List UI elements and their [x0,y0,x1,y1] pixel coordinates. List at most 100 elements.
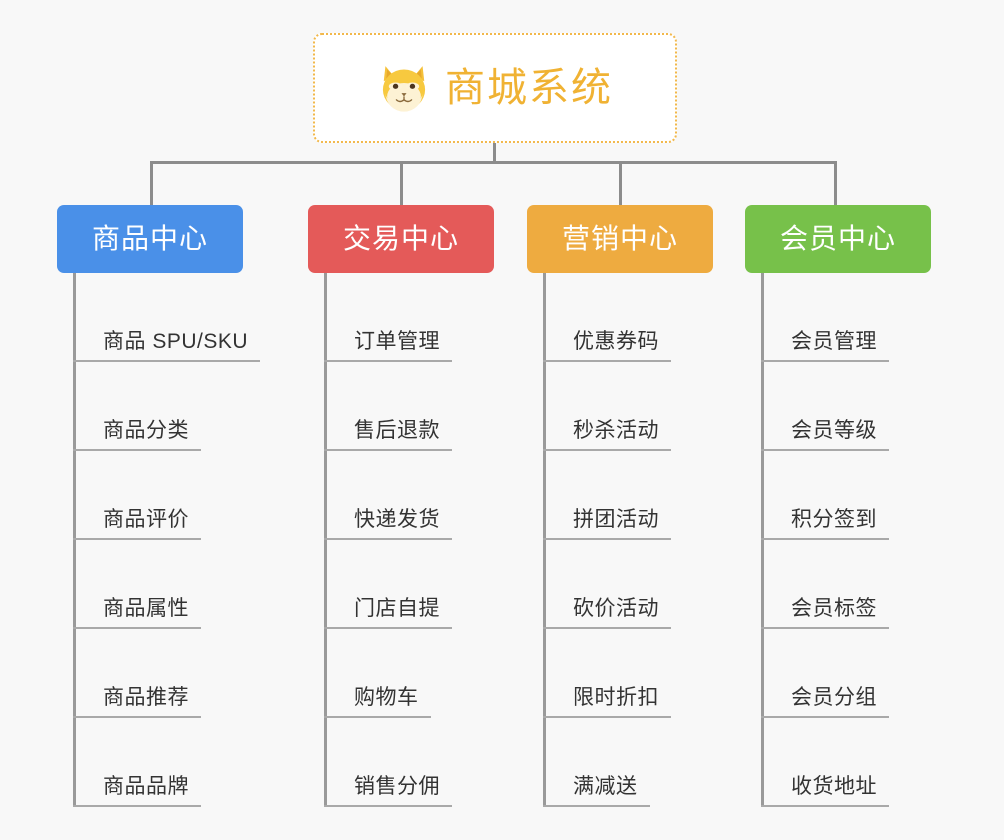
category-header-product[interactable]: 商品中心 [57,205,243,273]
leaf-underline [73,805,201,807]
list-item[interactable]: 满减送 [527,718,713,807]
list-item[interactable]: 购物车 [308,629,494,718]
leaf-underline [761,627,889,629]
leaf-underline [324,538,452,540]
list-item[interactable]: 商品推荐 [57,629,243,718]
leaf-label: 商品评价 [103,508,189,531]
connector-horizontal-bus [150,161,837,164]
connector-drop-2 [400,161,403,205]
leaf-spine [324,273,327,807]
leaf-underline [761,360,889,362]
leaf-list-product: 商品 SPU/SKU 商品分类 商品评价 商品属性 商品推荐 商品品牌 [57,273,260,807]
leaf-label: 限时折扣 [573,686,659,709]
connector-drop-4 [834,161,837,205]
category-column-product: 商品中心 商品 SPU/SKU 商品分类 商品评价 商品属性 商品推荐 [57,205,260,807]
list-item[interactable]: 商品分类 [57,362,243,451]
category-header-label: 营销中心 [561,223,678,254]
category-header-marketing[interactable]: 营销中心 [527,205,713,273]
leaf-underline [324,449,452,451]
list-item[interactable]: 会员标签 [745,540,931,629]
leaf-underline [324,716,431,718]
leaf-underline [324,627,452,629]
category-header-label: 商品中心 [91,223,208,254]
leaf-label: 快递发货 [354,508,440,531]
leaf-label: 购物车 [354,686,419,709]
leaf-spine [73,273,76,807]
leaf-label: 商品 SPU/SKU [103,330,249,353]
leaf-underline [543,360,671,362]
list-item[interactable]: 订单管理 [308,273,494,362]
list-item[interactable]: 商品属性 [57,540,243,629]
list-item[interactable]: 商品品牌 [57,718,243,807]
leaf-label: 门店自提 [354,597,440,620]
leaf-label: 积分签到 [791,508,877,531]
leaf-label: 满减送 [573,775,638,798]
list-item[interactable]: 拼团活动 [527,451,713,540]
leaf-underline [73,627,201,629]
leaf-label: 订单管理 [354,330,440,353]
list-item[interactable]: 快递发货 [308,451,494,540]
list-item[interactable]: 售后退款 [308,362,494,451]
leaf-underline [543,716,671,718]
leaf-underline [543,538,671,540]
leaf-label: 商品品牌 [103,775,189,798]
list-item[interactable]: 收货地址 [745,718,931,807]
leaf-label: 拼团活动 [573,508,659,531]
list-item[interactable]: 门店自提 [308,540,494,629]
category-header-label: 交易中心 [342,223,459,254]
leaf-spine [543,273,546,807]
leaf-label: 会员分组 [791,686,877,709]
leaf-list-member: 会员管理 会员等级 积分签到 会员标签 会员分组 收货地址 [745,273,931,807]
category-header-label: 会员中心 [779,223,896,254]
leaf-underline [73,360,260,362]
leaf-label: 商品分类 [103,419,189,442]
list-item[interactable]: 商品评价 [57,451,243,540]
list-item[interactable]: 积分签到 [745,451,931,540]
leaf-underline [324,805,452,807]
leaf-underline [543,627,671,629]
list-item[interactable]: 会员管理 [745,273,931,362]
leaf-label: 销售分佣 [354,775,440,798]
leaf-spine [761,273,764,807]
leaf-underline [543,449,671,451]
leaf-underline [761,805,889,807]
root-node-label: 商城系统 [445,66,613,110]
category-header-trade[interactable]: 交易中心 [308,205,494,273]
leaf-label: 会员等级 [791,419,877,442]
leaf-label: 收货地址 [791,775,877,798]
leaf-underline [543,805,650,807]
leaf-underline [73,449,201,451]
connector-drop-1 [150,161,153,205]
leaf-underline [73,538,201,540]
leaf-label: 秒杀活动 [573,419,659,442]
list-item[interactable]: 销售分佣 [308,718,494,807]
leaf-label: 会员管理 [791,330,877,353]
leaf-label: 砍价活动 [573,597,659,620]
list-item[interactable]: 优惠券码 [527,273,713,362]
leaf-label: 商品推荐 [103,686,189,709]
leaf-underline [761,449,889,451]
leaf-underline [761,716,889,718]
leaf-list-marketing: 优惠券码 秒杀活动 拼团活动 砍价活动 限时折扣 满减送 [527,273,713,807]
list-item[interactable]: 限时折扣 [527,629,713,718]
list-item[interactable]: 会员分组 [745,629,931,718]
list-item[interactable]: 会员等级 [745,362,931,451]
list-item[interactable]: 砍价活动 [527,540,713,629]
shiba-dog-face-icon [382,66,426,112]
connector-drop-3 [619,161,622,205]
leaf-underline [324,360,452,362]
category-column-trade: 交易中心 订单管理 售后退款 快递发货 门店自提 购物车 [308,205,494,807]
leaf-label: 售后退款 [354,419,440,442]
category-column-marketing: 营销中心 优惠券码 秒杀活动 拼团活动 砍价活动 限时折扣 [527,205,713,807]
root-node[interactable]: 商城系统 [313,33,677,143]
connector-root-stem [493,143,496,163]
category-column-member: 会员中心 会员管理 会员等级 积分签到 会员标签 会员分组 [745,205,931,807]
leaf-list-trade: 订单管理 售后退款 快递发货 门店自提 购物车 销售分佣 [308,273,494,807]
category-header-member[interactable]: 会员中心 [745,205,931,273]
list-item[interactable]: 秒杀活动 [527,362,713,451]
leaf-label: 优惠券码 [573,330,659,353]
leaf-label: 商品属性 [103,597,189,620]
leaf-underline [761,538,889,540]
list-item[interactable]: 商品 SPU/SKU [57,273,260,362]
